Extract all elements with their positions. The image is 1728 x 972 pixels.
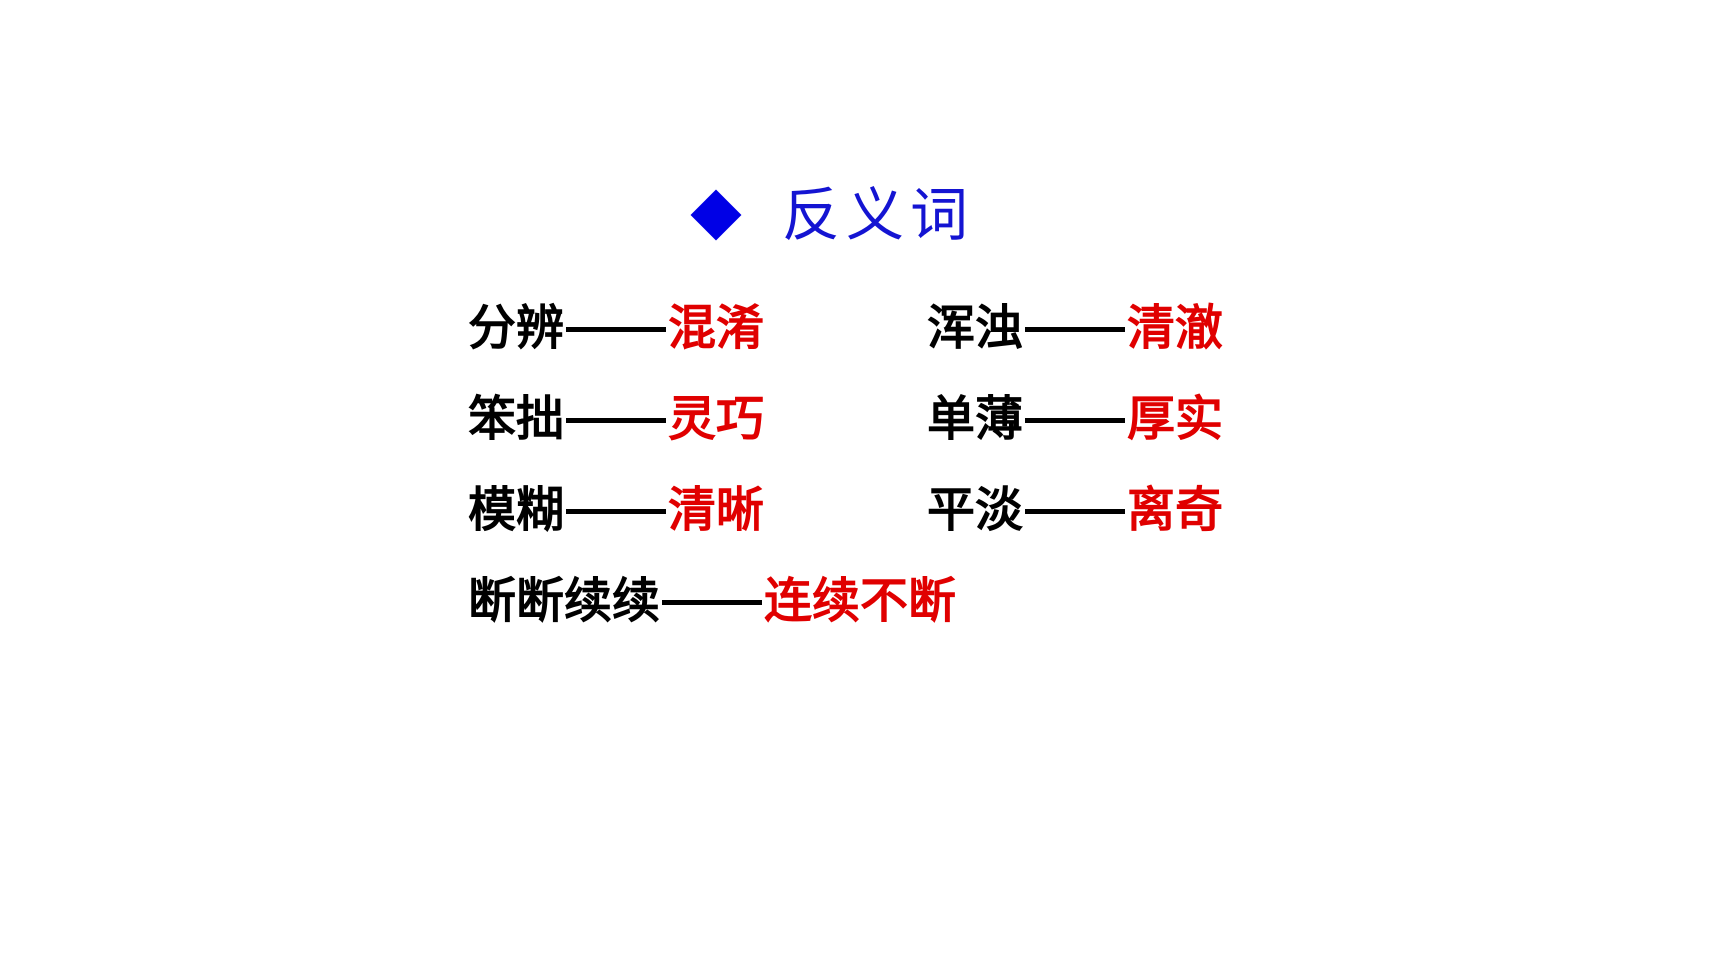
word: 断断续续 [468,573,661,629]
word: 笨拙 [468,391,565,447]
slide-title: 反义词 [690,180,974,250]
dash-separator [662,599,763,605]
word: 分辨 [468,300,565,356]
antonym: 连续不断 [764,573,957,629]
antonym: 离奇 [1127,482,1224,538]
word: 浑浊 [927,300,1024,356]
word: 平淡 [927,482,1024,538]
dash-separator [566,326,667,332]
dash-separator [1025,326,1126,332]
dash-separator [566,417,667,423]
dash-separator [566,508,667,514]
antonym-pair: 单薄 厚实 [927,391,1223,447]
diamond-bullet-icon [690,189,742,241]
antonym-pair: 模糊 清晰 [468,482,764,538]
word: 模糊 [468,482,565,538]
antonym-pair: 平淡 离奇 [927,482,1223,538]
antonym: 灵巧 [668,391,765,447]
antonym-pair: 笨拙 灵巧 [468,391,764,447]
antonym: 厚实 [1127,391,1224,447]
antonym: 清澈 [1127,300,1224,356]
antonym-pair: 分辨 混淆 [468,300,764,356]
antonym: 混淆 [668,300,765,356]
dash-separator [1025,508,1126,514]
dash-separator [1025,417,1126,423]
word: 单薄 [927,391,1024,447]
antonym-pair: 浑浊 清澈 [927,300,1223,356]
antonym-pair: 断断续续 连续不断 [468,573,956,629]
antonym: 清晰 [668,482,765,538]
title-text: 反义词 [782,181,975,249]
